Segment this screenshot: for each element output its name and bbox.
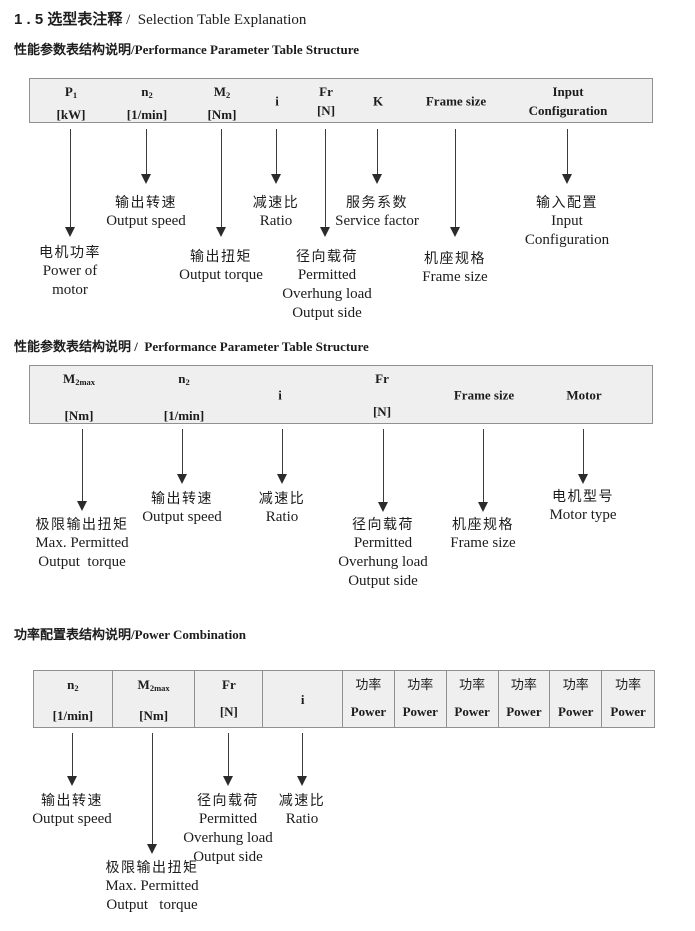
section-1-heading: 性能参数表结构说明/Performance Parameter Table St… <box>14 42 360 57</box>
col-header-p1: P1[kW] <box>56 84 86 122</box>
page-title-zh: 1 . 5 选型表注释 <box>14 11 123 28</box>
down-arrow-icon <box>141 129 151 184</box>
col-header-n2: n2[1/min] <box>34 671 113 727</box>
col-header-motor: Motor <box>566 387 602 402</box>
col-header-m2max: M2max[Nm] <box>113 671 196 727</box>
down-arrow-icon <box>320 129 330 237</box>
col-header-frame-size: Frame size <box>453 387 515 402</box>
down-arrow-icon <box>578 429 588 484</box>
col-header-i: i <box>263 671 344 727</box>
down-arrow-icon <box>271 129 281 184</box>
section-2-heading: 性能参数表结构说明 / Performance Parameter Table … <box>14 339 369 354</box>
col-header-n2: n2[1/min] <box>126 84 168 122</box>
col-header-m2: M2[Nm] <box>207 84 237 122</box>
down-arrow-icon <box>216 129 226 237</box>
down-arrow-icon <box>378 429 388 512</box>
col-header-m2max: M2max[Nm] <box>62 371 96 423</box>
down-arrow-icon <box>277 429 287 484</box>
performance-table-2-header: M2max[Nm] n2[1/min] i Fr[N] Frame size M… <box>29 365 653 424</box>
col-header-n2: n2[1/min] <box>163 371 205 423</box>
down-arrow-icon <box>147 733 157 854</box>
col-header-i: i <box>275 93 279 108</box>
down-arrow-icon <box>77 429 87 511</box>
down-arrow-icon <box>562 129 572 184</box>
down-arrow-icon <box>297 733 307 786</box>
col-header-fr: Fr[N] <box>316 84 336 118</box>
down-arrow-icon <box>478 429 488 512</box>
down-arrow-icon <box>65 129 75 237</box>
col-header-i: i <box>278 387 282 402</box>
section-3-heading: 功率配置表结构说明/Power Combination <box>14 627 246 642</box>
down-arrow-icon <box>67 733 77 786</box>
col-header-k: K <box>372 93 384 108</box>
down-arrow-icon <box>372 129 382 184</box>
col-header-fr: Fr[N] <box>372 371 392 419</box>
down-arrow-icon <box>177 429 187 484</box>
col-header-frame-size: Frame size <box>425 93 487 108</box>
page-title: 1 . 5 选型表注释 / Selection Table Explanatio… <box>14 8 306 29</box>
page-title-en: / Selection Table Explanation <box>122 12 307 28</box>
performance-table-1-header: P1[kW] n2[1/min] M2[Nm] i Fr[N] K Frame … <box>29 78 653 123</box>
down-arrow-icon <box>223 733 233 786</box>
col-header-fr: Fr[N] <box>195 671 264 727</box>
down-arrow-icon <box>450 129 460 237</box>
